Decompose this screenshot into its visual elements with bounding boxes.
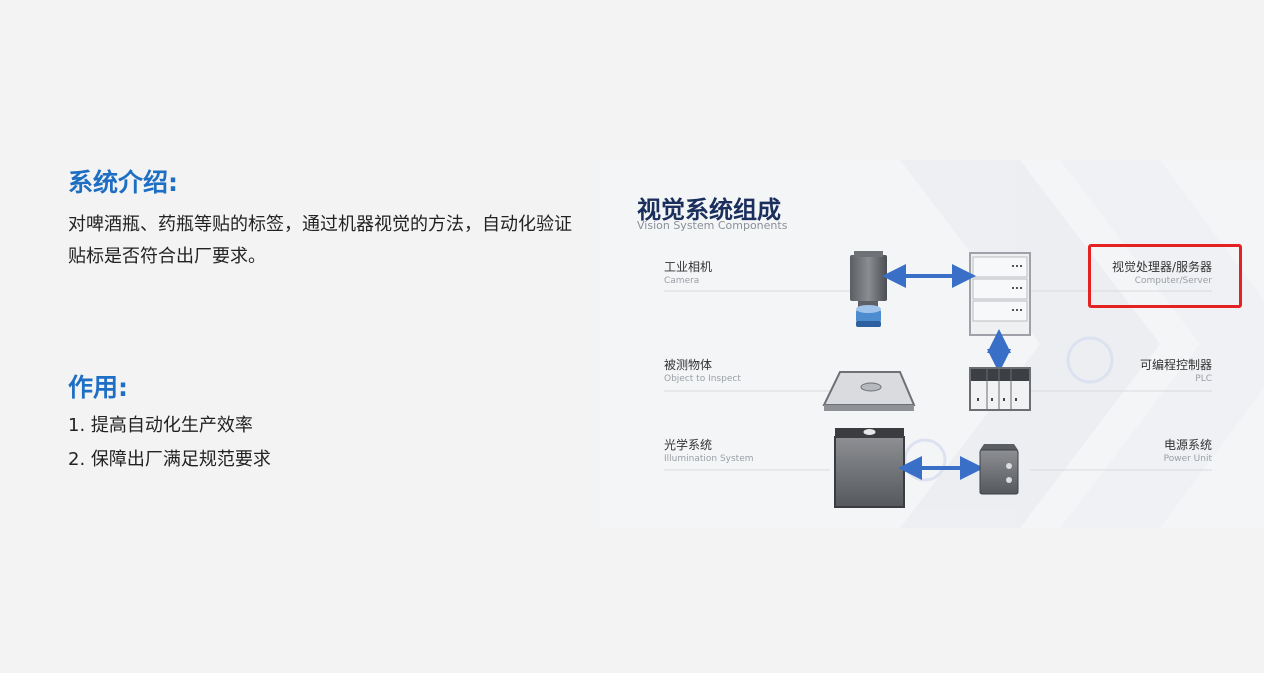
light-box-icon <box>834 428 905 508</box>
intro-text: 对啤酒瓶、药瓶等贴的标签，通过机器视觉的方法，自动化验证贴标是否符合出厂要求。 <box>68 214 572 267</box>
usage-item: 2. 保障出厂满足规范要求 <box>68 449 271 470</box>
bg-circle-decor <box>903 438 947 482</box>
camera-icon <box>850 251 887 327</box>
diagram-title: 视觉系统组成 <box>637 196 781 224</box>
label-en: Illumination System <box>664 454 754 464</box>
usage-item: 1. 提高自动化生产效率 <box>68 415 253 436</box>
label-en: Power Unit <box>1163 454 1212 464</box>
usage-list: 1. 提高自动化生产效率 2. 保障出厂满足规范要求 <box>68 409 271 477</box>
usage-title: 作用: <box>68 373 128 402</box>
object-plate-icon <box>822 371 916 411</box>
label-server: 视觉处理器/服务器 Computer/Server <box>1112 260 1212 287</box>
highlight-box-server <box>1088 244 1242 308</box>
label-zh: 工业相机 <box>664 260 713 274</box>
plc-icon <box>969 367 1031 411</box>
label-en: Object to Inspect <box>664 374 741 384</box>
label-zh: 光学系统 <box>664 438 713 452</box>
server-icon <box>969 252 1031 336</box>
label-zh: 被测物体 <box>664 358 713 372</box>
label-zh: 视觉处理器/服务器 <box>1111 260 1212 274</box>
diagram-subtitle: Vision System Components <box>637 219 788 232</box>
label-zh: 可编程控制器 <box>1139 358 1212 372</box>
label-plc: 可编程控制器 PLC <box>1140 358 1212 385</box>
label-en: Camera <box>664 276 700 286</box>
power-unit-icon <box>979 444 1019 495</box>
label-power: 电源系统 Power Unit <box>1164 438 1212 465</box>
background-chevrons <box>900 160 1264 528</box>
label-camera: 工业相机 Camera <box>664 260 712 287</box>
bg-circle-decor <box>1066 336 1114 384</box>
vision-system-diagram: 视觉系统组成 Vision System Components 工业相机 Cam… <box>600 160 1264 528</box>
diagram-graphics <box>664 160 1264 528</box>
label-illumination: 光学系统 Illumination System <box>664 438 754 465</box>
label-zh: 电源系统 <box>1163 438 1212 452</box>
intro-title: 系统介绍: <box>68 168 178 197</box>
label-object: 被测物体 Object to Inspect <box>664 358 741 385</box>
label-en: Computer/Server <box>1134 276 1212 286</box>
label-en: PLC <box>1195 374 1212 384</box>
